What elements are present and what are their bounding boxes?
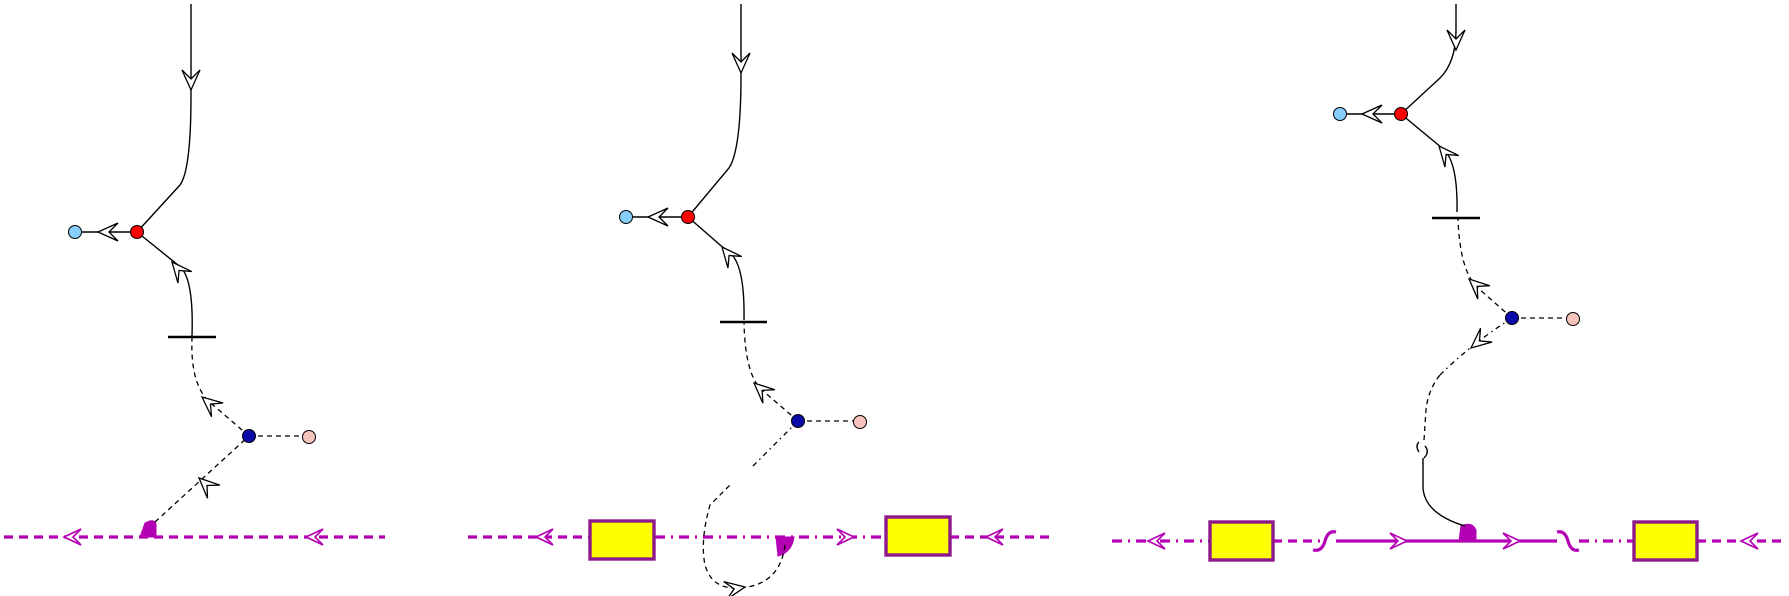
panel-left: [4, 4, 385, 546]
arrowhead-icon: [1431, 139, 1460, 168]
half-disc-marker-icon: [1458, 523, 1477, 542]
solid-propagator: [1400, 113, 1458, 213]
dashdot-propagator: [752, 420, 799, 467]
rectangle-vertex: [588, 519, 656, 561]
arrowhead-icon: [195, 389, 224, 418]
panel-middle: [468, 4, 1050, 596]
arrowhead-icon: [1464, 327, 1493, 356]
half-disc-marker-icon: [139, 520, 157, 538]
solid-propagator: [136, 231, 193, 337]
vertex-light-blue: [619, 210, 633, 224]
arrowhead-icon: [192, 470, 221, 499]
vertex-pink: [302, 430, 316, 444]
dashed-propagator: [1457, 218, 1513, 319]
vertex-red: [130, 225, 144, 239]
arrowhead-icon: [1462, 271, 1491, 300]
vertex-pink: [1566, 312, 1580, 326]
vertex-red: [681, 210, 695, 224]
vertex-light-blue: [1333, 107, 1347, 121]
vertex-red: [1394, 107, 1408, 121]
tilde-break-icon: [1312, 530, 1337, 552]
rectangle-vertex: [884, 515, 952, 557]
solid-propagator: [1422, 458, 1466, 527]
solid-propagator: [136, 4, 192, 233]
vertex-pink: [853, 415, 867, 429]
arrowhead-icon: [747, 375, 776, 404]
arrowhead-icon: [63, 528, 82, 546]
vertex-dark-blue: [242, 429, 256, 443]
panel-right: [1112, 4, 1787, 562]
vertex-dark-blue: [1505, 311, 1519, 325]
dashed-propagator: [191, 337, 250, 437]
tilde-break-icon: [1556, 530, 1580, 552]
dashed-propagator: [743, 321, 799, 422]
rectangle-vertex: [1208, 520, 1275, 562]
arrowhead-icon: [1740, 532, 1759, 550]
vertex-dark-blue: [791, 414, 805, 428]
dashed-propagator: [1423, 374, 1441, 441]
solid-propagator: [1400, 4, 1457, 115]
tilde-break-icon: [1416, 441, 1428, 459]
dashed-propagator: [702, 484, 786, 589]
rectangle-vertex: [1632, 520, 1699, 562]
solid-propagator: [687, 4, 742, 218]
solid-propagator: [687, 216, 745, 321]
vertex-light-blue: [68, 225, 82, 239]
